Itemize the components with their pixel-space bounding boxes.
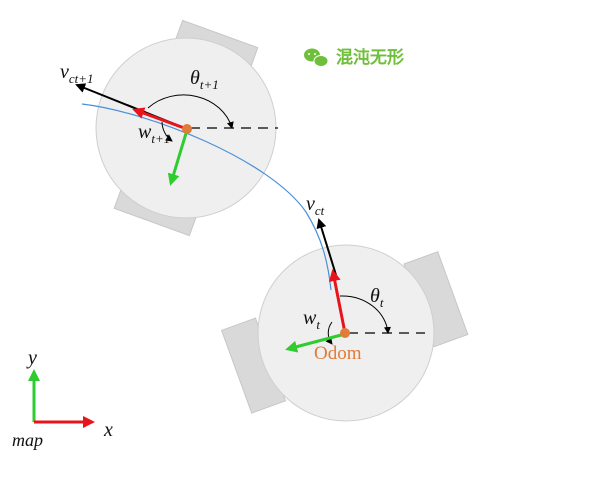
velocity-label-upper: vct+1 [60, 61, 94, 86]
watermark-text: 混沌无形 [336, 47, 404, 68]
watermark: 混沌无形 [304, 47, 404, 68]
map-y-label: y [26, 347, 37, 369]
wechat-icon [304, 48, 329, 67]
omega-arc-upper [161, 121, 173, 142]
theta-label-lower: θt [370, 285, 384, 310]
odom-label: Odom [314, 343, 362, 364]
origin-dot-upper [182, 124, 192, 134]
origin-dot-lower [340, 328, 350, 338]
theta-arc-lower [339, 295, 391, 334]
omega-arc-lower [325, 321, 333, 345]
velocity-arrow-lower [316, 218, 337, 276]
lateral-arrow-lower [285, 332, 346, 353]
map-x-label: x [103, 419, 113, 441]
heading-arrow-upper [132, 107, 188, 131]
omega-label-upper: wt+1 [138, 121, 170, 146]
theta-arc-upper [147, 94, 234, 129]
map-frame: y x map [12, 347, 113, 450]
heading-arrow-lower [328, 269, 347, 334]
theta-label-upper: θt+1 [190, 67, 219, 92]
omega-label-lower: wt [303, 307, 320, 332]
map-name-label: map [12, 430, 43, 450]
velocity-label-lower: vct [306, 193, 325, 218]
lateral-arrow-upper [167, 129, 189, 186]
